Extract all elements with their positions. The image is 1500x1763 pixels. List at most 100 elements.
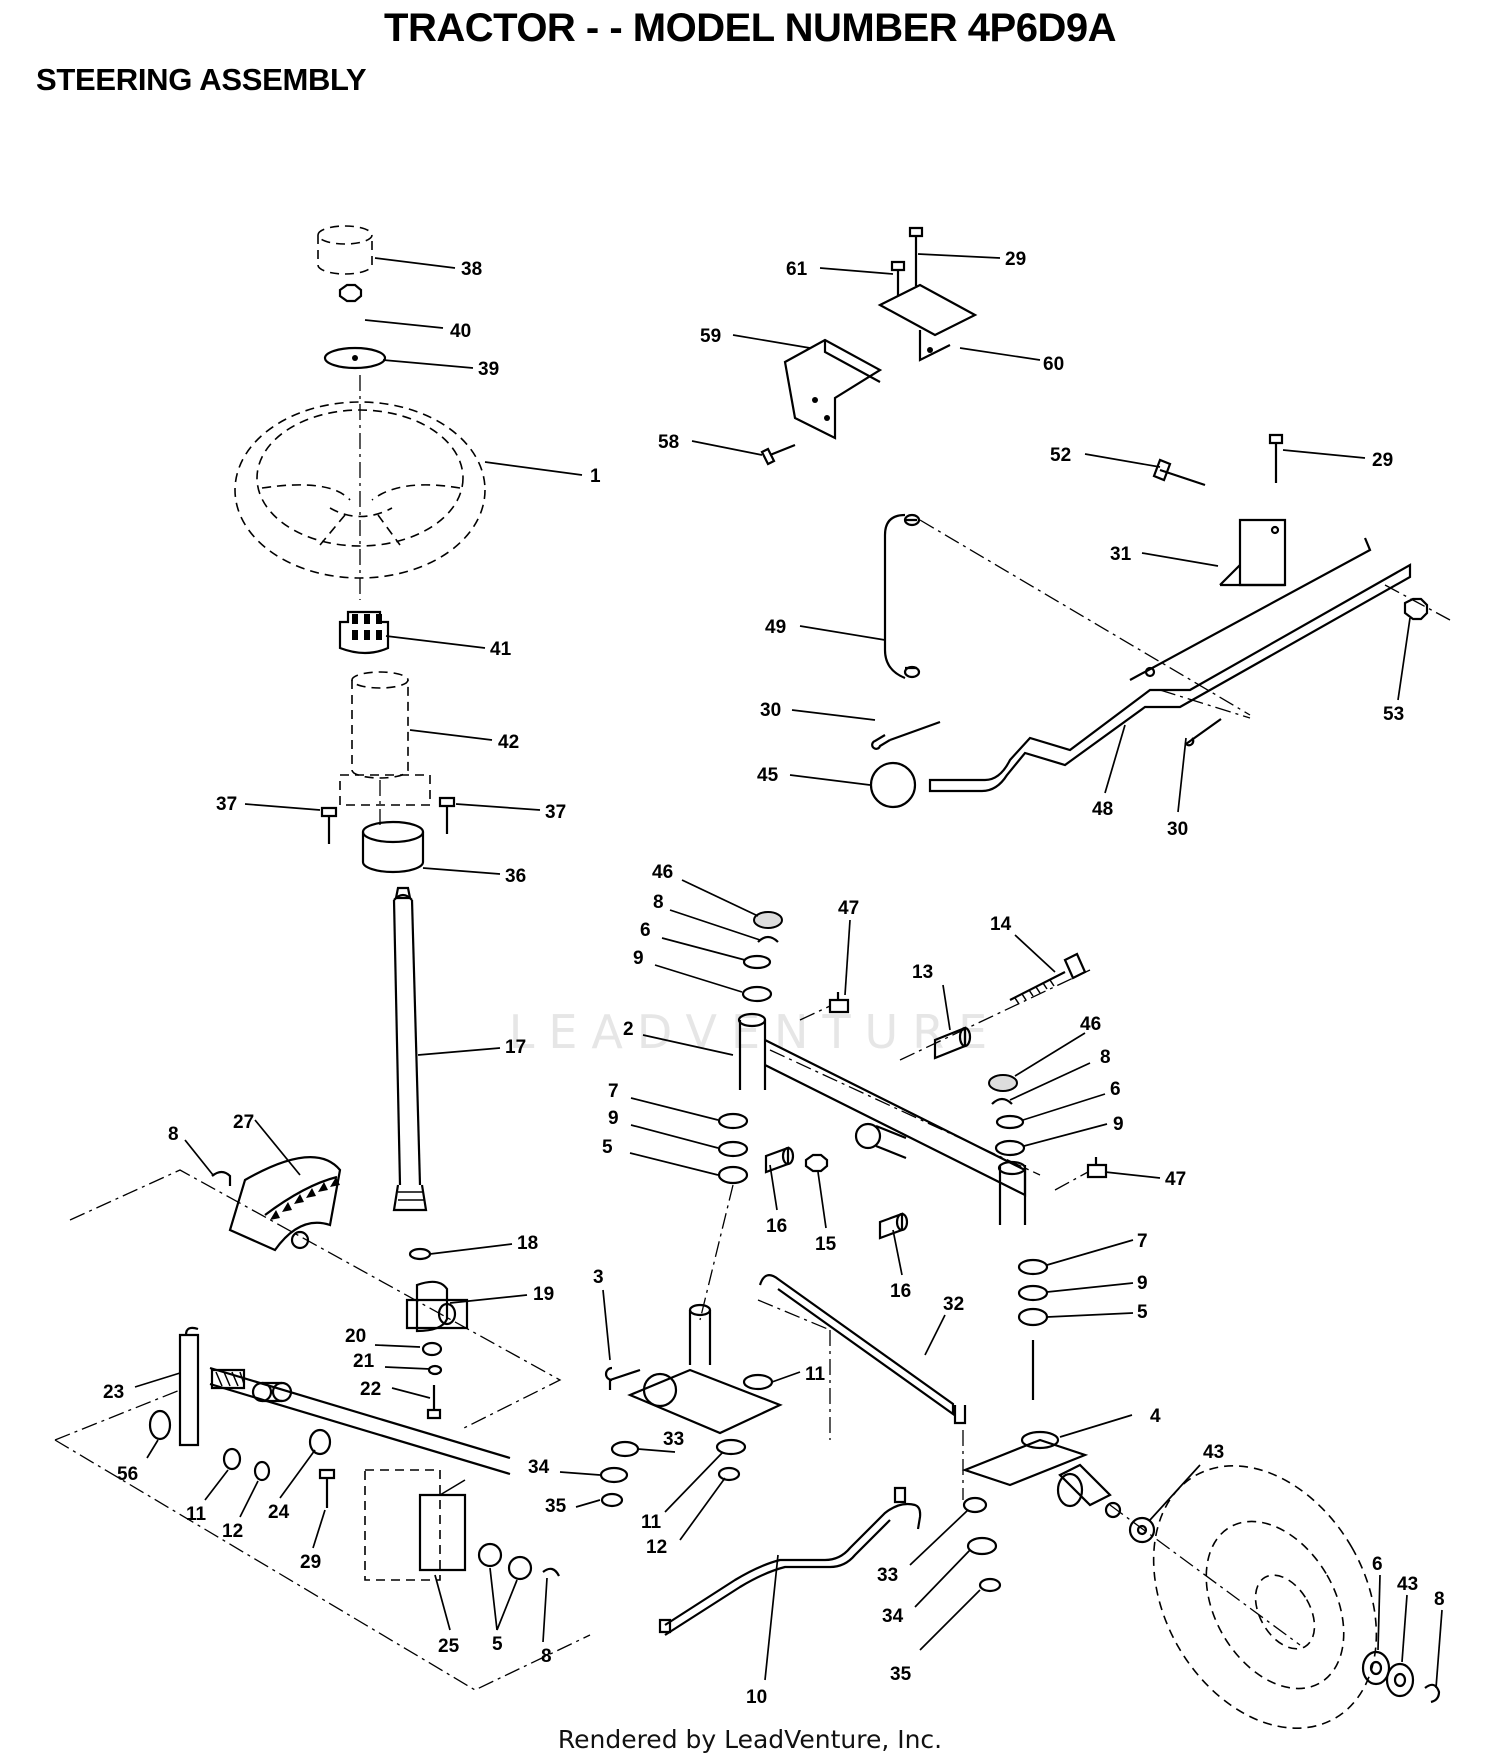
bearing-9-left (741, 985, 773, 1003)
callout-10: 10 (746, 1687, 767, 1708)
callout-7-right: 7 (1137, 1231, 1148, 1252)
callout-40: 40 (450, 321, 471, 342)
cotter-pin-30-right (1184, 718, 1222, 747)
bracket-left (783, 338, 883, 440)
shaft-lockwasher (427, 1364, 443, 1376)
callout-25: 25 (438, 1636, 460, 1657)
callout-33-left: 33 (663, 1429, 684, 1450)
wheel-washer-6-outer (1361, 1650, 1391, 1686)
callout-43-outer: 43 (1397, 1574, 1418, 1595)
callout-5-left: 5 (602, 1137, 613, 1158)
callout-47-right: 47 (1165, 1169, 1186, 1190)
callout-46-right: 46 (1080, 1014, 1101, 1035)
axle-center-bushing (854, 1122, 907, 1160)
steering-nut (338, 283, 363, 303)
wheel-washer-43-outer (1385, 1662, 1415, 1698)
support-washers (477, 1542, 560, 1581)
washer-7-left (717, 1112, 749, 1130)
spindle-left (604, 1303, 783, 1435)
callout-3: 3 (593, 1267, 604, 1288)
callout-12-lower: 12 (646, 1537, 667, 1558)
callout-31: 31 (1110, 544, 1132, 565)
lift-rod (883, 513, 921, 680)
callout-11-spindle: 11 (805, 1364, 826, 1385)
callout-35-right: 35 (890, 1664, 912, 1685)
steering-pivot-bracket (178, 1326, 200, 1447)
column-bolt-left (320, 806, 338, 844)
eclip-8-left (757, 935, 779, 943)
washer-12-lower (717, 1466, 741, 1482)
steering-support-block (364, 1469, 467, 1581)
callout-29-lever: 29 (1372, 450, 1393, 471)
pivot-bolt-14 (1009, 952, 1087, 1005)
page-title: TRACTOR - - MODEL NUMBER 4P6D9A (384, 6, 1116, 50)
callout-6-wheel: 6 (1372, 1554, 1383, 1575)
washer-7-right (1017, 1258, 1049, 1276)
column-bolt-right (438, 796, 456, 834)
callout-15: 15 (815, 1234, 837, 1255)
pivot-bolt (318, 1468, 336, 1508)
tie-rod-32 (758, 1274, 967, 1425)
steering-wheel-cap (317, 225, 373, 275)
callout-5-right: 5 (1137, 1302, 1148, 1323)
callout-33-right: 33 (877, 1565, 898, 1586)
callout-22: 22 (360, 1379, 381, 1400)
leader-lines (134, 253, 1443, 1689)
washer-34-right (966, 1536, 998, 1556)
callout-35-left: 35 (545, 1496, 567, 1517)
callout-2: 2 (623, 1019, 634, 1040)
callout-34-left: 34 (528, 1457, 550, 1478)
callout-5-support: 5 (492, 1634, 503, 1655)
callout-6-right: 6 (1110, 1079, 1121, 1100)
steering-shaft (392, 886, 428, 1212)
callout-16-left: 16 (766, 1216, 787, 1237)
spindle-right (961, 1340, 1089, 1487)
callout-11-lower: 11 (641, 1512, 662, 1533)
callout-21: 21 (353, 1351, 375, 1372)
bracket-bolt-29-top (908, 226, 924, 286)
callout-11-pivot: 11 (186, 1504, 207, 1525)
callout-43-inner: 43 (1203, 1442, 1224, 1463)
washer-5-right (1017, 1307, 1049, 1327)
washer-5-left (717, 1165, 749, 1185)
callout-48: 48 (1092, 799, 1113, 820)
shaft-spacer (421, 1341, 443, 1357)
bearing-9-right-lower (1017, 1284, 1049, 1302)
axle-main (737, 1012, 1041, 1225)
callout-4: 4 (1150, 1406, 1161, 1427)
washer-6-right (995, 1114, 1025, 1130)
callout-41: 41 (490, 639, 512, 660)
wheel-eclip-8 (1424, 1683, 1441, 1704)
bracket-right (877, 283, 978, 362)
bracket-bolt-61 (890, 260, 906, 296)
callout-19: 19 (533, 1284, 554, 1305)
callout-53: 53 (1383, 704, 1404, 725)
pivot-washer-12 (253, 1460, 271, 1482)
callout-34-right: 34 (882, 1606, 904, 1627)
pivot-washer-56 (148, 1409, 172, 1441)
callout-13: 13 (912, 962, 933, 983)
callout-9-right: 9 (1113, 1114, 1124, 1135)
callout-29-pivot: 29 (300, 1552, 321, 1573)
pivot-washer-11 (222, 1447, 242, 1471)
washer-11-spindle-left (742, 1373, 774, 1391)
callout-20: 20 (345, 1326, 366, 1347)
callout-38: 38 (461, 259, 482, 280)
callout-32: 32 (943, 1294, 964, 1315)
nut-15 (804, 1153, 829, 1173)
shaft-washer (408, 1247, 432, 1261)
callout-14: 14 (990, 914, 1012, 935)
callout-27: 27 (233, 1112, 254, 1133)
footer-credit: Rendered by LeadVenture, Inc. (557, 1725, 943, 1754)
callout-39: 39 (478, 359, 499, 380)
callout-36: 36 (505, 866, 526, 887)
callout-61: 61 (786, 259, 808, 280)
eclip-8-right (991, 1097, 1013, 1105)
washer-35-right (978, 1577, 1002, 1593)
washer-34-left (599, 1466, 629, 1484)
washer-33-right (962, 1496, 988, 1514)
callout-29-bracket: 29 (1005, 249, 1026, 270)
grease-fitting-47-left (799, 992, 850, 1021)
drag-link-10 (658, 1486, 922, 1636)
